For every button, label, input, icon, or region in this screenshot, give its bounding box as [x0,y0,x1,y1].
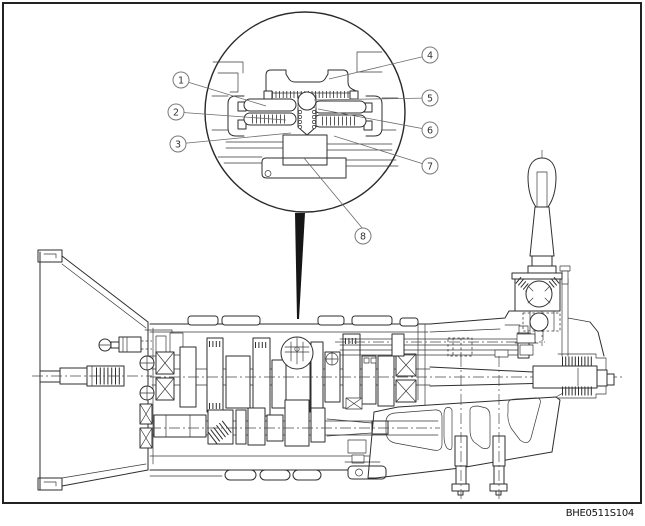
detent-plug-body [282,134,328,166]
callout-1-number: 1 [178,76,184,87]
callout-6-number: 6 [427,126,433,137]
bell-housing [37,249,154,491]
callout-3-number: 3 [175,140,181,151]
callout-6: 6 [421,121,439,139]
shift-rod-right-upper [313,100,367,114]
callout-8-number: 8 [360,232,366,243]
transmission-drawing [32,150,622,499]
front-retainer-bolts [139,355,155,401]
shift-rod-left-upper [243,98,297,112]
check-ball [297,91,317,111]
detent-location [280,336,314,370]
lever-shaft [529,206,555,257]
callout-7: 7 [421,157,439,175]
callout-leaders [175,54,431,230]
lever-lower-ball [529,312,549,332]
top-casting [265,69,357,94]
output-shaft [429,353,615,399]
mounting-studs [451,356,508,499]
callout-2: 2 [167,103,185,121]
callout-5-number: 5 [427,94,433,105]
callout-4: 4 [421,46,439,64]
clutch-release-cylinder [98,329,173,357]
casing-edge [212,61,244,74]
callout-1: 1 [172,71,190,89]
callout-2-number: 2 [173,108,179,119]
magnifier-pointer [295,213,305,319]
detent-spring-coils [298,110,316,129]
mounting-bracket [367,392,564,479]
callout-3: 3 [169,135,187,153]
shift-knob [527,157,557,208]
callout-8: 8 [354,227,372,245]
gear-train-counter [139,397,440,464]
figure-code: BHE0511S104 [566,508,634,519]
lever-ball-pivot [525,280,553,308]
gearshift-lever [511,150,571,346]
extension-housing [429,272,605,357]
callout-7-number: 7 [427,162,433,173]
right-retainer [365,95,383,137]
callout-4-number: 4 [427,51,433,62]
detent-base-plate [261,157,347,179]
gearcase [149,315,431,481]
detent-mechanism [211,51,399,179]
input-shaft [32,365,152,387]
callout-5: 5 [421,89,439,107]
interlock-detail [447,337,473,357]
